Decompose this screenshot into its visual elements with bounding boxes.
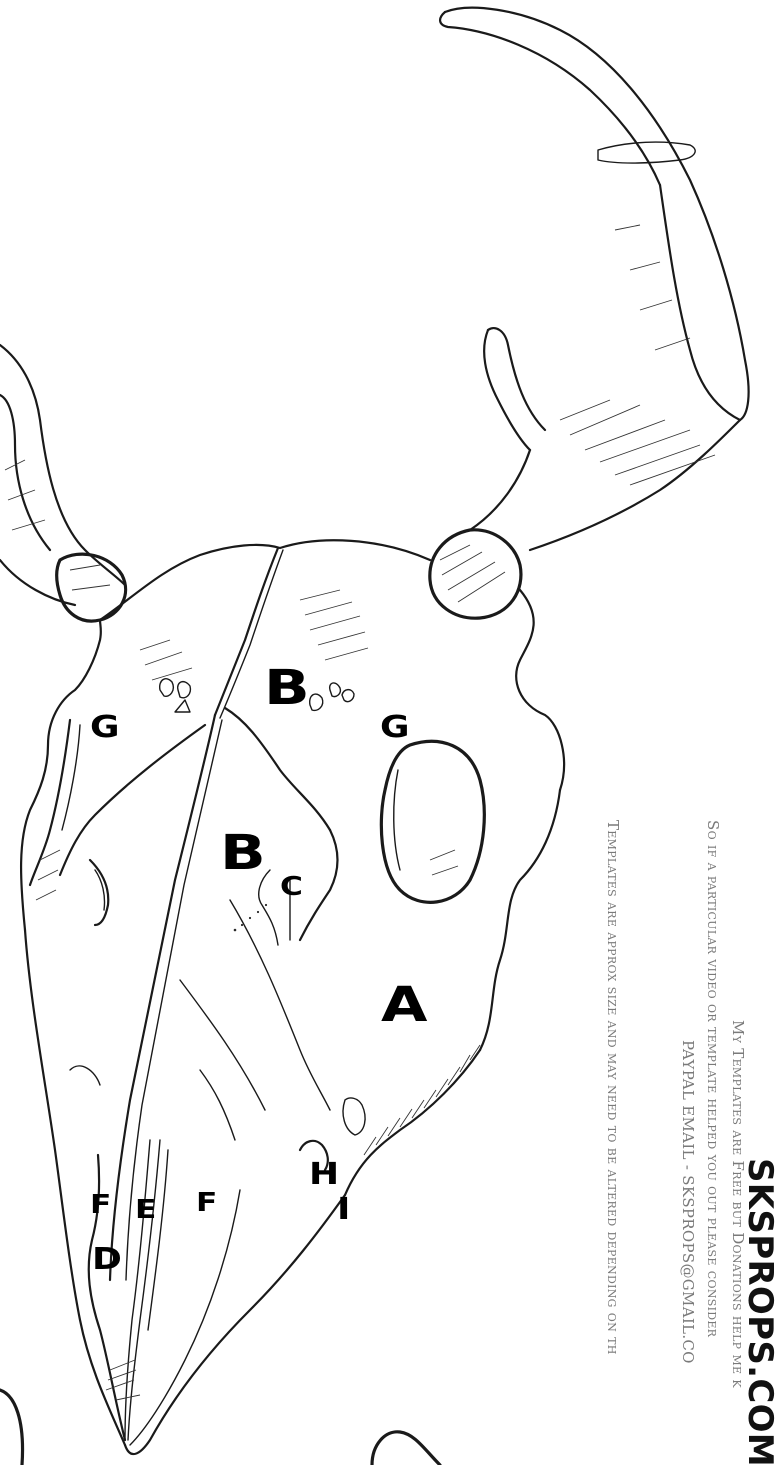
label-f-right: F [196,1190,217,1216]
label-i: I [337,1195,350,1225]
label-c: C [280,874,303,900]
bottom-strokes [0,1390,440,1465]
left-antler [0,345,126,621]
label-f-left: F [90,1192,111,1218]
donation-note-line-2: So if a particular video or template hel… [704,820,722,1337]
label-d: D [92,1245,122,1275]
label-b-lower: B [220,829,266,877]
label-b-upper: B [264,664,310,712]
brand-title: SKSPROPS.COM [740,1158,775,1467]
label-h: H [309,1160,339,1190]
label-e: E [135,1197,156,1223]
label-g-left: G [90,713,120,743]
label-g-right: G [380,713,410,743]
label-a: A [381,981,427,1029]
paypal-email-note: PAYPAL EMAIL - SKSPROPS@GMAIL.CO [679,1040,697,1364]
right-antler [430,8,749,618]
template-size-note: Templates are approx size and may need t… [604,820,622,1355]
